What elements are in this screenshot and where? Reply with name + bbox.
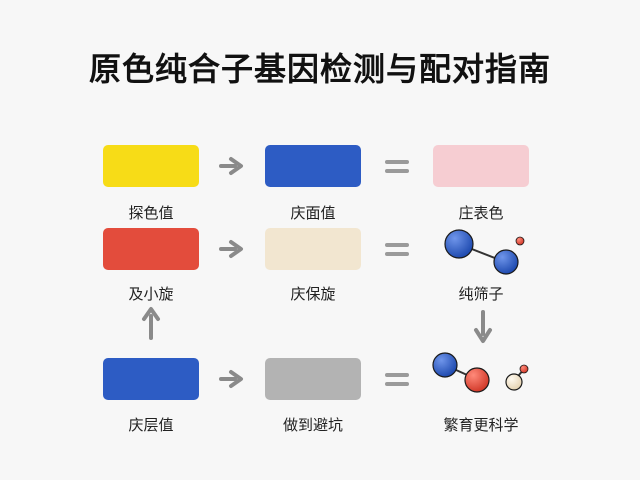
label-r3-c2: 做到避坑 xyxy=(282,416,343,434)
label-r1-c1: 探色值 xyxy=(128,204,174,222)
label-r1-c2: 庆面值 xyxy=(290,204,336,222)
label-r2-c3: 纯筛子 xyxy=(458,285,504,303)
label-r2-c1: 及小旋 xyxy=(128,285,174,303)
right-arrow-icon xyxy=(219,370,243,388)
yellow-swatch xyxy=(103,145,199,187)
blue-swatch xyxy=(103,358,199,400)
blue-molecule-icon xyxy=(444,229,525,275)
label-r1-c3: 庄表色 xyxy=(458,204,504,222)
right-arrow-icon xyxy=(219,157,243,175)
label-r3-c1: 庆层值 xyxy=(128,416,174,434)
red-swatch xyxy=(103,228,199,270)
down-arrow-icon xyxy=(474,310,492,343)
up-arrow-icon xyxy=(142,307,160,340)
multicolor-molecule-icon xyxy=(432,352,529,393)
right-arrow-icon xyxy=(219,240,243,258)
label-r2-c2: 庆保旋 xyxy=(290,285,336,303)
gray-swatch xyxy=(265,358,361,400)
equals-icon xyxy=(385,373,409,386)
equals-icon xyxy=(385,160,409,173)
pink-swatch xyxy=(433,145,529,187)
blue-swatch xyxy=(265,145,361,187)
page-title: 原色纯合子基因检测与配对指南 xyxy=(88,50,551,88)
beige-swatch xyxy=(265,228,361,270)
equals-icon xyxy=(385,243,409,256)
label-r3-c3: 繁育更科学 xyxy=(443,416,519,434)
